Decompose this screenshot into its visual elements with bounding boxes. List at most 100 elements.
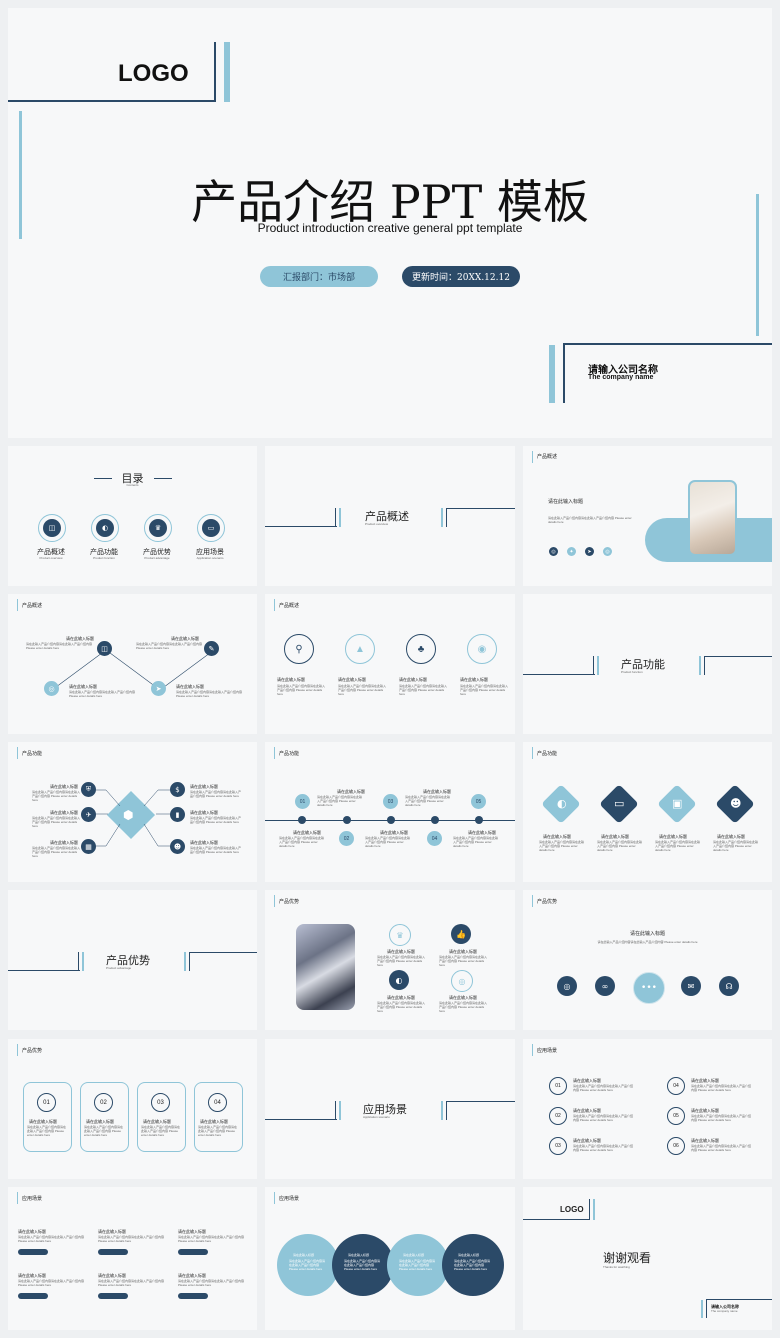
dr-body-3: 请在此输入产品介绍内容请在此输入产品介绍内容 Please enter deta… <box>190 846 242 854</box>
sg-body-6: 请在此输入产品介绍内容请在此输入产品介绍内容 Please enter deta… <box>178 1279 245 1287</box>
fi-title-3: 请在此输入标题 <box>399 677 427 682</box>
end-company: 请输入公司名称 <box>711 1304 739 1309</box>
list-num-04: 04 <box>667 1077 685 1095</box>
header-mark <box>274 747 275 759</box>
header-mark <box>274 599 275 611</box>
slide-section-scene[interactable]: 应用场景 Application scenario <box>265 1039 515 1179</box>
sg-title-4: 请在此输入标题 <box>18 1273 46 1278</box>
diamond-icon-r1: $ <box>170 782 185 797</box>
tl-title-1: 请在此输入标题 <box>337 789 365 794</box>
card-title-3: 请在此输入标题 <box>143 1119 171 1124</box>
dr-title-1: 请在此输入标题 <box>190 784 218 789</box>
ap-body-4: 请在此输入产品介绍内容请在此输入产品介绍内容 Please enter deta… <box>439 1001 488 1013</box>
toc-icon-box: ◫ <box>38 514 66 542</box>
ls-body-3: 请在此输入产品介绍内容请在此输入产品介绍内容 Please enter deta… <box>573 1144 634 1152</box>
cover-slide[interactable]: LOGO 产品介绍 PPT 模板 Product introduction cr… <box>8 8 772 438</box>
slide-scene-list[interactable]: 应用场景 01 02 03 04 05 06 请在此输入标题 请在此输入产品介绍… <box>523 1039 772 1179</box>
slide-toc[interactable]: 目录 Contents ◫ ◐ ♛ ▭ 产品概述 Product overvie… <box>8 446 257 586</box>
row-icon-2: ∞ <box>595 976 615 996</box>
section-sub: Product overview <box>365 522 389 526</box>
adv-icon-crown: ♛ <box>389 924 411 946</box>
toc-item-4-sub: Application scenario <box>196 556 224 560</box>
toc-title: 目录 <box>121 472 144 485</box>
section-bar-left-light <box>82 952 84 971</box>
toc-item-2[interactable]: 产品功能 <box>90 548 118 556</box>
row-icon-3: ••• <box>633 972 665 1004</box>
end-logo-bar <box>589 1199 590 1220</box>
header-title: 产品概述 <box>537 454 558 460</box>
overview-icon-1: ◎ <box>549 547 558 556</box>
section-bar-right-light <box>441 1101 443 1120</box>
section-line-right <box>446 1101 515 1102</box>
card-body-4: 请在此输入产品介绍内容请在此输入产品介绍内容 Please enter deta… <box>198 1125 238 1137</box>
sc-body-1: 请在此输入产品介绍内容请在此输入产品介绍内容 Please enter deta… <box>289 1259 326 1271</box>
list-num-05: 05 <box>667 1107 685 1125</box>
ls-title-2: 请在此输入标题 <box>573 1108 601 1113</box>
slide-section-overview[interactable]: 产品概述 Product overview <box>265 446 515 586</box>
company-name-en: The company name <box>588 374 654 381</box>
toc-item-3-sub: Product advantage <box>144 556 170 560</box>
slide-overview-four-icons[interactable]: 产品概述 ⚲ ▲ ♣ ◉ 请在此输入标题 请在此输入产品介绍内容请在此输入产品介… <box>265 594 515 734</box>
header-title: 产品功能 <box>279 751 300 757</box>
slide-advantage-photo[interactable]: 产品优势 ♛ 👍 ◐ ◎ 请在此输入标题 请在此输入产品介绍内容请在此输入产品介… <box>265 890 515 1030</box>
timeline-dot-5 <box>475 816 483 824</box>
section-bar-right <box>446 508 447 527</box>
toc-item-3[interactable]: 产品优势 <box>143 548 171 556</box>
header-mark <box>274 1192 275 1204</box>
sg-pill-2 <box>98 1249 128 1255</box>
scene-circle-1 <box>277 1234 339 1296</box>
ap-title-4: 请在此输入标题 <box>449 995 477 1000</box>
sg-pill-6 <box>178 1293 208 1299</box>
sc-title-4: 请在此输入标题 <box>458 1253 480 1257</box>
ring-icon-2: ▲ <box>345 634 375 664</box>
tl-body-1: 请在此输入产品介绍内容请在此输入产品介绍内容 Please enter deta… <box>317 795 363 807</box>
card-3 <box>137 1082 186 1152</box>
slide-function-diamond[interactable]: 产品功能 ⬢ ⛨ ✈ ▦ $ ▮ ☻ 请在此输入标题 请在此输入产品介绍内容请在… <box>8 742 257 882</box>
step-03: 03 <box>383 794 398 809</box>
row-body: 请在此输入产品介绍内容请在此输入产品介绍内容 Please enter deta… <box>597 940 698 944</box>
toc-item-4[interactable]: 应用场景 <box>196 548 224 556</box>
sg-title-1: 请在此输入标题 <box>18 1229 46 1234</box>
slide-function-timeline[interactable]: 产品功能 01 02 03 04 05 请在此输入标题 请在此输入产品介绍内容请… <box>265 742 515 882</box>
ls-body-6: 请在此输入产品介绍内容请在此输入产品介绍内容 Please enter deta… <box>691 1144 752 1152</box>
ap-title-2: 请在此输入标题 <box>449 949 477 954</box>
section-bar-right-light <box>184 952 186 971</box>
header-title: 产品优势 <box>279 899 300 905</box>
dm-title-1: 请在此输入标题 <box>543 834 571 839</box>
slide-section-function[interactable]: 产品功能 Product function <box>523 594 772 734</box>
slide-ending[interactable]: LOGO 谢谢观看 Thanks for watching 请输入公司名称 Th… <box>523 1187 772 1330</box>
zigzag-icon-3: ◎ <box>44 681 59 696</box>
zigzag-icon-2: ✎ <box>204 641 219 656</box>
slide-section-advantage[interactable]: 产品优势 Product advantage <box>8 890 257 1030</box>
fi-title-2: 请在此输入标题 <box>338 677 366 682</box>
toc-item-1[interactable]: 产品概述 <box>37 548 65 556</box>
header-title: 产品优势 <box>537 899 558 905</box>
slide-scene-circles[interactable]: 应用场景 请在此输入标题 请在此输入产品介绍内容请在此输入产品介绍内容 Plea… <box>265 1187 515 1330</box>
slide-overview-zigzag[interactable]: 产品概述 ◫ ✎ ◎ ➤ 请在此输入标题 请在此输入产品介绍内容请在此输入产品介… <box>8 594 257 734</box>
slide-advantage-icons-row[interactable]: 产品优势 请在此输入标题 请在此输入产品介绍内容请在此输入产品介绍内容 Plea… <box>523 890 772 1030</box>
slide-overview-detail[interactable]: 产品概述 请在此输入标题 请在此输入产品介绍内容请在此输入产品介绍内容 Plea… <box>523 446 772 586</box>
ap-body-1: 请在此输入产品介绍内容请在此输入产品介绍内容 Please enter deta… <box>377 955 426 967</box>
ls-title-6: 请在此输入标题 <box>691 1138 719 1143</box>
end-sub: Thanks for watching <box>603 1265 630 1269</box>
end-logo: LOGO <box>560 1205 584 1214</box>
overview-icon-4: ◎ <box>603 547 612 556</box>
slide-scene-grid[interactable]: 应用场景 请在此输入标题 请在此输入产品介绍内容请在此输入产品介绍内容 Plea… <box>8 1187 257 1330</box>
section-title: 产品优势 <box>106 954 150 967</box>
section-bar-right <box>446 1101 447 1120</box>
timeline-dot-3 <box>387 816 395 824</box>
slide-advantage-cards[interactable]: 产品优势 01 02 03 04 请在此输入标题 请在此输入产品介绍内容请在此输… <box>8 1039 257 1179</box>
toc-icon-crown: ♛ <box>144 514 172 542</box>
toc-item-2-sub: Product function <box>93 556 115 560</box>
section-title: 应用场景 <box>363 1103 407 1116</box>
tl-title-5: 请在此输入标题 <box>468 830 496 835</box>
sg-title-2: 请在此输入标题 <box>98 1229 126 1234</box>
section-bar-right-light <box>699 656 701 675</box>
tl-body-4: 请在此输入产品介绍内容请在此输入产品介绍内容 Please enter deta… <box>365 836 411 848</box>
section-line-left <box>265 526 337 527</box>
overview-icon-3: ➤ <box>585 547 594 556</box>
slide-function-diamonds[interactable]: 产品功能 ◐ ▭ ▣ ☻ 请在此输入标题 请在此输入产品介绍内容请在此输入产品介… <box>523 742 772 882</box>
toc-icon-monitor: ▭ <box>197 514 225 542</box>
card-body-3: 请在此输入产品介绍内容请在此输入产品介绍内容 Please enter deta… <box>141 1125 181 1137</box>
end-logo-line <box>523 1219 589 1220</box>
